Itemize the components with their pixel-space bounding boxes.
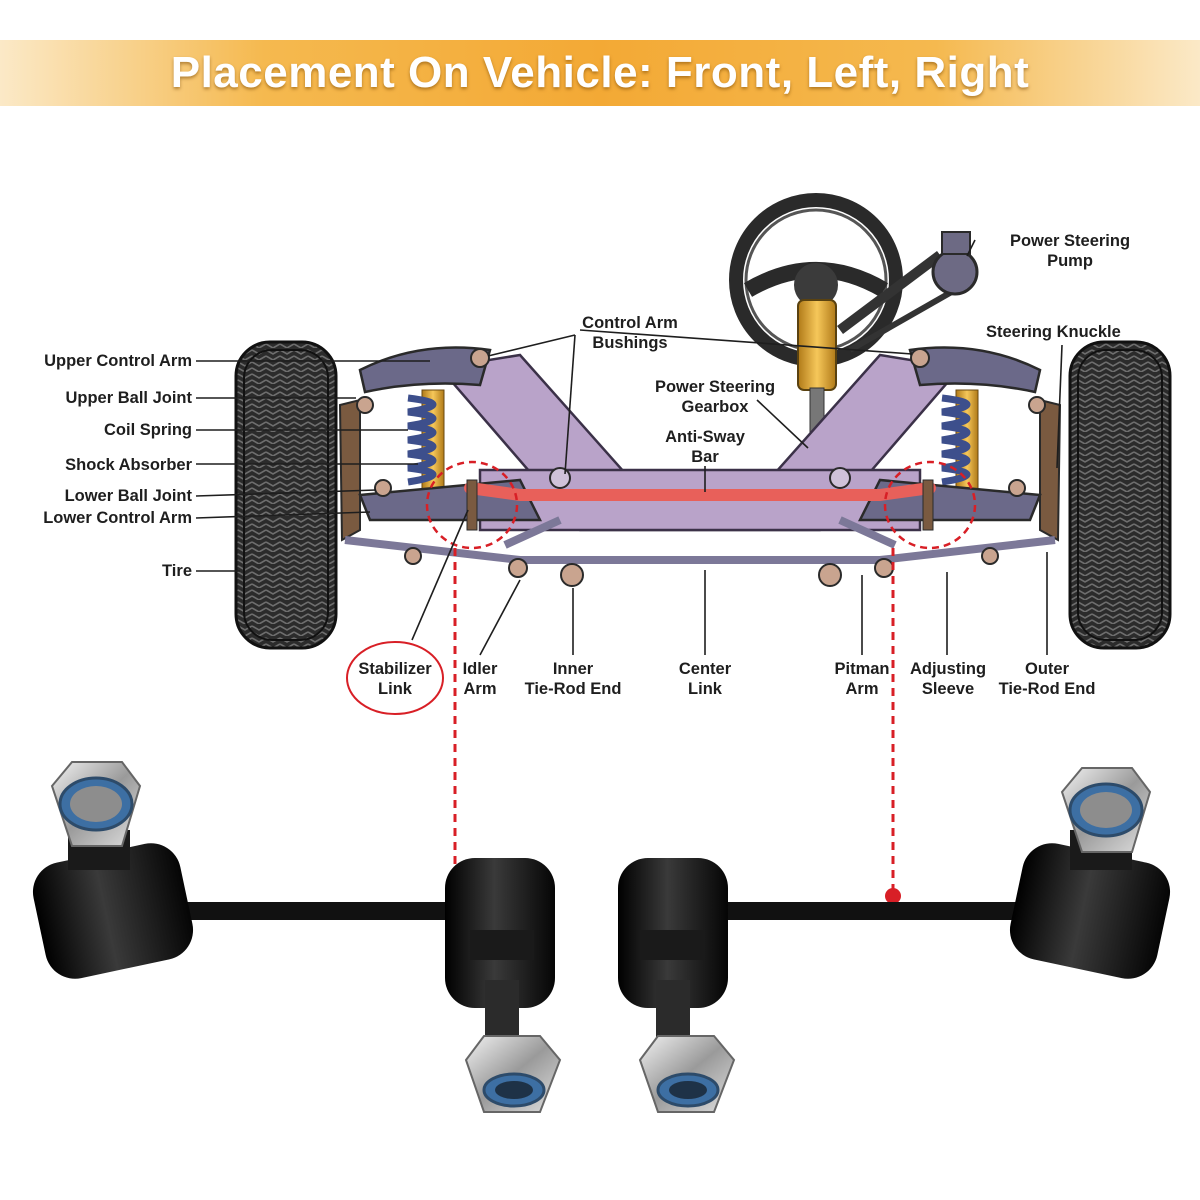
label-lower-ball-joint: Lower Ball Joint [64,487,192,505]
power-steering-pump [837,231,979,353]
title-banner: Placement On Vehicle: Front, Left, Right [0,40,1200,106]
label-power-steering-gearbox: Power Steering Gearbox [640,377,790,417]
label-upper-ball-joint: Upper Ball Joint [65,389,192,407]
label-idler-arm-line1: Idler [462,660,498,678]
label-adjusting-sleeve: Adjusting Sleeve [900,659,996,699]
label-anti-sway-bar-line1: Anti-Sway [665,428,745,446]
label-anti-sway-bar: Anti-Sway Bar [645,427,765,467]
right-steering-knuckle [1039,398,1062,542]
label-shock-absorber: Shock Absorber [65,456,192,474]
label-center-link: Center Link [655,659,755,699]
right-stabilizer-link-part [618,767,1171,1113]
label-adjusting-sleeve-line2: Sleeve [921,680,975,698]
label-tire: Tire [162,562,192,580]
label-control-arm-bushings-line2: Bushings [592,334,668,352]
label-pitman-arm-line1: Pitman [834,660,890,678]
right-upper-control-arm [908,346,1042,394]
label-power-steering-gearbox-line2: Gearbox [681,398,749,416]
label-coil-spring: Coil Spring [104,421,192,439]
right-callout-dot [885,888,901,904]
label-control-arm-bushings-line1: Control Arm [582,314,678,332]
label-idler-arm: Idler Arm [445,659,515,699]
leader-lines [195,239,1063,656]
label-power-steering-pump: Power Steering Pump [1000,231,1140,271]
left-tire [234,340,338,650]
label-idler-arm-line2: Arm [463,680,497,698]
label-outer-tie-rod-line1: Outer [1024,660,1069,678]
label-pitman-arm-line2: Arm [845,680,879,698]
label-steering-knuckle: Steering Knuckle [986,323,1121,341]
label-inner-tie-rod-line2: Tie-Rod End [524,680,622,698]
label-pitman-arm: Pitman Arm [822,659,902,699]
steering-column [797,299,837,391]
label-stabilizer-link: Stabilizer Link [345,659,445,699]
right-tire [1068,340,1172,650]
stabilizer-label-highlight [346,641,444,715]
right-coil-spring [941,389,979,501]
left-stabilizer-link-part [32,761,562,1113]
label-power-steering-pump-line2: Pump [1047,252,1093,270]
label-outer-tie-rod-end: Outer Tie-Rod End [985,659,1109,699]
right-highlight-circle [883,460,977,550]
steering-linkage [344,516,1056,587]
anti-sway-bar [464,482,936,501]
label-lower-control-arm: Lower Control Arm [43,509,192,527]
label-inner-tie-rod-end: Inner Tie-Rod End [510,659,636,699]
label-power-steering-gearbox-line1: Power Steering [654,378,776,396]
label-outer-tie-rod-line2: Tie-Rod End [998,680,1096,698]
label-upper-control-arm: Upper Control Arm [44,352,192,370]
label-stabilizer-link-line1: Stabilizer [358,660,432,678]
label-power-steering-pump-line1: Power Steering [1009,232,1131,250]
left-highlight-circle [425,460,519,550]
label-inner-tie-rod-line1: Inner [552,660,594,678]
left-upper-control-arm [358,346,492,394]
banner-title: Placement On Vehicle: Front, Left, Right [170,48,1030,97]
label-center-link-line2: Link [688,680,722,698]
right-stabilizer-link-vehicle [922,479,934,531]
left-stabilizer-link-vehicle [466,479,478,531]
left-steering-knuckle [338,398,361,542]
label-anti-sway-bar-line2: Bar [691,448,719,466]
left-coil-spring [407,389,445,501]
label-center-link-line1: Center [678,660,732,678]
label-control-arm-bushings: Control Arm Bushings [560,313,700,353]
label-stabilizer-link-line2: Link [378,680,412,698]
label-adjusting-sleeve-line1: Adjusting [909,660,987,678]
